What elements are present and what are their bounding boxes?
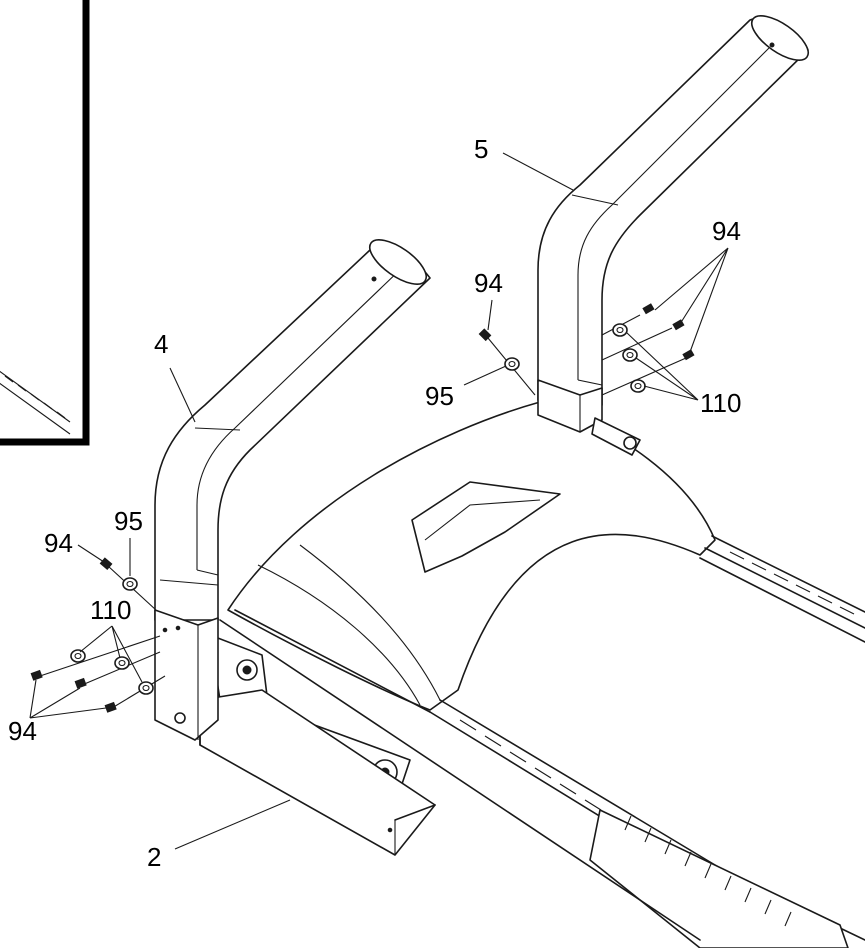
callout-110-right: 110 [700, 388, 741, 418]
leader-lines [29, 152, 729, 850]
callout-94-left-bottom: 94 [8, 716, 37, 746]
detail-inset [0, 0, 90, 446]
callout-94-left-top: 94 [44, 528, 73, 558]
callout-110-left: 110 [90, 595, 131, 625]
callout-5: 5 [474, 134, 488, 164]
fasteners-left [30, 557, 166, 713]
callout-94-right: 94 [712, 216, 741, 246]
base-frame [209, 401, 865, 948]
callout-4: 4 [154, 329, 168, 359]
callout-2: 2 [147, 842, 161, 872]
upright-part-4 [154, 239, 431, 741]
fasteners-top [478, 328, 536, 396]
callout-94-top: 94 [474, 268, 503, 298]
upright-part-5 [537, 15, 809, 456]
callout-95-left: 95 [114, 506, 143, 536]
callout-95-top: 95 [425, 381, 454, 411]
callout-labels: 2 4 5 94 95 94 110 94 95 110 94 [8, 134, 741, 872]
fasteners-right [601, 303, 695, 396]
